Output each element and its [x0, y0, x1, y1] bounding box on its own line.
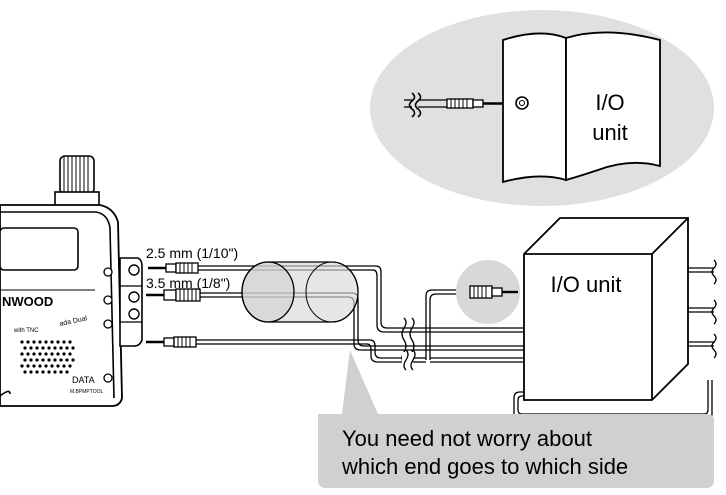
- speaker-hole: [35, 370, 39, 374]
- speaker-hole: [62, 352, 66, 356]
- speaker-hole: [50, 352, 54, 356]
- speaker-hole: [20, 340, 24, 344]
- speaker-hole: [38, 352, 42, 356]
- radio-display: [0, 227, 79, 271]
- inset-io-label-line2: unit: [592, 120, 627, 145]
- inset-plug: [446, 98, 503, 109]
- inset-io-unit-box-right: [565, 31, 661, 182]
- inset-cable: [404, 92, 447, 118]
- speaker-hole: [23, 370, 27, 374]
- speaker-hole: [26, 340, 30, 344]
- speaker-hole: [44, 352, 48, 356]
- speaker-hole: [26, 364, 30, 368]
- label-3-5mm: 3.5 mm (1/8"): [146, 275, 230, 291]
- speaker-hole: [38, 364, 42, 368]
- speaker-hole: [29, 346, 33, 350]
- radio-small-label: M.BPMPTOOL: [70, 389, 103, 395]
- radio-data-label: DATA: [72, 375, 95, 385]
- speaker-hole: [56, 364, 60, 368]
- speaker-hole: [47, 370, 51, 374]
- speaker-hole: [29, 370, 33, 374]
- callout-line2: which end goes to which side: [341, 454, 628, 479]
- speaker-hole: [53, 358, 57, 362]
- speaker-hole: [50, 340, 54, 344]
- speaker-hole: [65, 346, 69, 350]
- speaker-hole: [68, 340, 72, 344]
- highlighted-plug: [456, 260, 520, 324]
- speaker-hole: [62, 340, 66, 344]
- plug-2-5mm: [148, 262, 199, 274]
- inset-io-label-line1: I/O: [595, 90, 624, 115]
- speaker-hole: [41, 370, 45, 374]
- speaker-hole: [41, 358, 45, 362]
- speaker-grille: [20, 340, 75, 374]
- speaker-hole: [32, 340, 36, 344]
- speaker-hole: [50, 364, 54, 368]
- radio-tnc-label: with TNC: [13, 328, 39, 334]
- speaker-hole: [65, 358, 69, 362]
- volume-knob: [54, 155, 100, 207]
- speaker-hole: [56, 340, 60, 344]
- speaker-hole: [32, 352, 36, 356]
- cable-highlight-cylinder: [241, 261, 359, 323]
- speaker-hole: [68, 364, 72, 368]
- inset-io-unit-box: [502, 32, 567, 184]
- speaker-hole: [26, 352, 30, 356]
- speaker-hole: [53, 370, 57, 374]
- plug-3-5mm: [146, 288, 201, 302]
- callout-line1: You need not worry about: [342, 426, 592, 451]
- speaker-hole: [35, 358, 39, 362]
- speaker-hole: [35, 346, 39, 350]
- speaker-hole: [44, 364, 48, 368]
- speaker-hole: [23, 358, 27, 362]
- speaker-hole: [47, 346, 51, 350]
- speaker-hole: [62, 364, 66, 368]
- io-unit-inset: I/O unit: [370, 10, 714, 206]
- speaker-hole: [59, 358, 63, 362]
- speaker-hole: [68, 352, 72, 356]
- speaker-hole: [32, 364, 36, 368]
- speaker-hole: [71, 358, 75, 362]
- speaker-hole: [65, 370, 69, 374]
- speaker-hole: [59, 346, 63, 350]
- transceiver: NWOOD with TNC ada Dual DATA M.BPMPTOOL: [0, 155, 143, 407]
- speaker-hole: [20, 352, 24, 356]
- speaker-hole: [29, 358, 33, 362]
- speaker-hole: [44, 340, 48, 344]
- speaker-hole: [41, 346, 45, 350]
- callout: You need not worry about which end goes …: [318, 350, 714, 488]
- speaker-hole: [56, 352, 60, 356]
- plug-bottom: [146, 336, 197, 348]
- io-unit-main-label: I/O unit: [551, 272, 622, 297]
- speaker-hole: [38, 340, 42, 344]
- radio-jack-panel: [119, 257, 143, 347]
- label-2-5mm: 2.5 mm (1/10"): [146, 245, 238, 261]
- speaker-hole: [59, 370, 63, 374]
- speaker-hole: [47, 358, 51, 362]
- speaker-hole: [23, 346, 27, 350]
- speaker-hole: [71, 346, 75, 350]
- radio-brand: NWOOD: [2, 294, 53, 309]
- speaker-hole: [20, 364, 24, 368]
- io-unit-main: I/O unit: [523, 217, 689, 401]
- speaker-hole: [53, 346, 57, 350]
